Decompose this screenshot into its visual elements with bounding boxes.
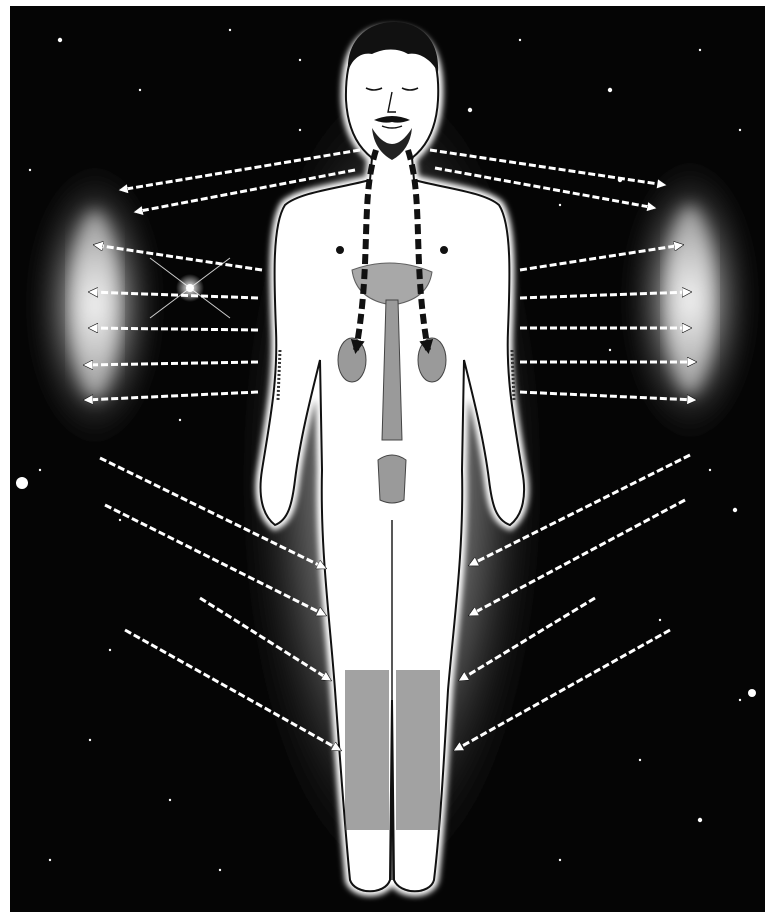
galaxy-glow-right — [620, 150, 760, 450]
right-leg-hair — [396, 670, 440, 830]
bright-dot — [748, 689, 756, 697]
star — [709, 469, 711, 471]
star — [179, 419, 181, 421]
star — [559, 204, 561, 206]
star — [609, 349, 611, 351]
star — [89, 739, 91, 741]
star — [739, 699, 741, 701]
star — [659, 619, 661, 621]
spine-vessel — [382, 300, 402, 440]
star — [299, 59, 301, 61]
left-kidney — [338, 338, 366, 382]
star — [139, 89, 141, 91]
star — [109, 649, 111, 651]
star — [699, 49, 701, 51]
star — [698, 818, 702, 822]
star — [58, 38, 62, 42]
star — [49, 859, 51, 861]
star — [229, 29, 231, 31]
left-nipple — [337, 247, 343, 253]
star — [169, 799, 171, 801]
star — [39, 469, 41, 471]
right-kidney — [418, 338, 446, 382]
star — [639, 759, 641, 761]
star — [519, 39, 521, 41]
galaxy-glow-left — [25, 155, 165, 455]
right-nipple — [441, 247, 447, 253]
star — [559, 859, 561, 861]
bright-dot — [16, 477, 28, 489]
star — [119, 519, 121, 521]
star — [739, 129, 741, 131]
star — [608, 88, 612, 92]
star — [219, 869, 221, 871]
outward-arrow-left — [90, 328, 258, 330]
left-leg-hair — [345, 670, 389, 830]
bladder — [378, 455, 406, 503]
star — [733, 508, 737, 512]
star — [29, 169, 31, 171]
